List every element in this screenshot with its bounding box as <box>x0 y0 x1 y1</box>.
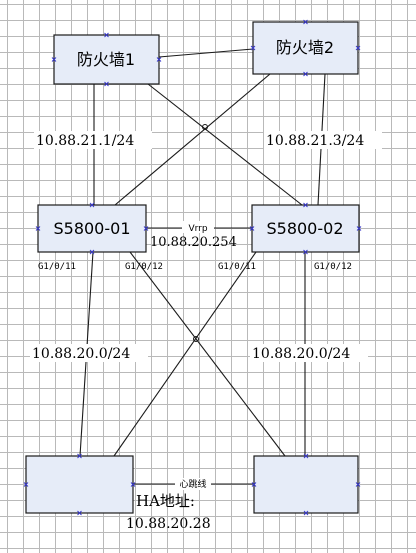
port-labels: G1/0/11 G1/0/12 G1/0/11 G1/0/12 <box>38 262 352 272</box>
connection-handle <box>355 45 361 51</box>
link-sw1-srv2 <box>129 251 286 457</box>
connection-handle <box>303 453 309 459</box>
link-fw1-fw2 <box>158 48 254 58</box>
connection-handle <box>23 482 29 487</box>
heartbeat-label: 心跳线 <box>179 478 206 490</box>
connection-handle <box>77 453 82 459</box>
sw1-port-left: G1/0/11 <box>38 262 76 272</box>
connection-handle <box>251 482 257 487</box>
sw1-downlink-label: 10.88.20.0/24 <box>32 346 130 362</box>
firewall-2-label: 防火墙2 <box>276 38 334 57</box>
link-sw2-srv1 <box>113 251 257 457</box>
link-fw1-sw2 <box>147 83 303 206</box>
node-switch-2[interactable]: S5800-02 <box>251 204 360 253</box>
connection-handle <box>303 202 308 208</box>
sw2-port-left: G1/0/11 <box>218 262 256 272</box>
sw1-port-right: G1/0/12 <box>125 262 163 272</box>
node-server-1[interactable] <box>25 455 134 514</box>
crossing-mark-top <box>202 124 208 130</box>
sw2-downlink-label: 10.88.20.0/24 <box>252 346 350 362</box>
vrrp-labels: Vrrp 10.88.20.254 <box>150 221 237 250</box>
connection-handle <box>143 226 149 231</box>
ha-label: HA地址: <box>136 492 195 510</box>
vrrp-label: Vrrp <box>188 224 207 234</box>
connection-handle <box>356 226 362 231</box>
connection-handle <box>303 19 308 25</box>
network-labels: 10.88.21.1/24 10.88.21.3/24 10.88.20.0/2… <box>30 131 382 362</box>
connection-handle <box>77 510 82 516</box>
connection-handles <box>23 19 362 516</box>
connection-handle <box>303 510 309 516</box>
connection-handle <box>355 482 361 487</box>
connection-handle <box>303 249 308 255</box>
firewall-1-label: 防火墙1 <box>77 50 135 69</box>
fw1-uplink-label: 10.88.21.1/24 <box>36 133 134 149</box>
switch-2-label: S5800-02 <box>266 219 343 238</box>
crossing-mark-bottom <box>193 336 199 342</box>
connection-handle <box>303 71 308 77</box>
ha-address-label: 10.88.20.28 <box>126 516 211 532</box>
heartbeat-labels: 心跳线 HA地址: 10.88.20.28 <box>126 478 211 532</box>
connection-handle <box>104 81 109 87</box>
connection-handle <box>89 249 95 255</box>
connection-handle <box>156 57 162 62</box>
node-server-2[interactable] <box>253 455 359 514</box>
fw2-uplink-label: 10.88.21.3/24 <box>266 133 364 149</box>
connection-handle <box>130 482 136 487</box>
node-firewall-2[interactable]: 防火墙2 <box>252 21 359 75</box>
connection-handle <box>104 32 109 38</box>
connection-handle <box>250 45 256 51</box>
vrrp-address-label: 10.88.20.254 <box>150 235 237 250</box>
sw2-port-right: G1/0/12 <box>314 262 352 272</box>
link-fw2-sw1 <box>114 73 271 206</box>
connection-handle <box>89 202 95 208</box>
connection-handle <box>51 57 57 62</box>
node-firewall-1[interactable]: 防火墙1 <box>53 34 160 85</box>
connection-handle <box>249 226 255 231</box>
connection-handle <box>35 226 41 231</box>
switch-1-label: S5800-01 <box>53 219 130 238</box>
links <box>79 48 326 485</box>
node-switch-1[interactable]: S5800-01 <box>37 204 147 253</box>
